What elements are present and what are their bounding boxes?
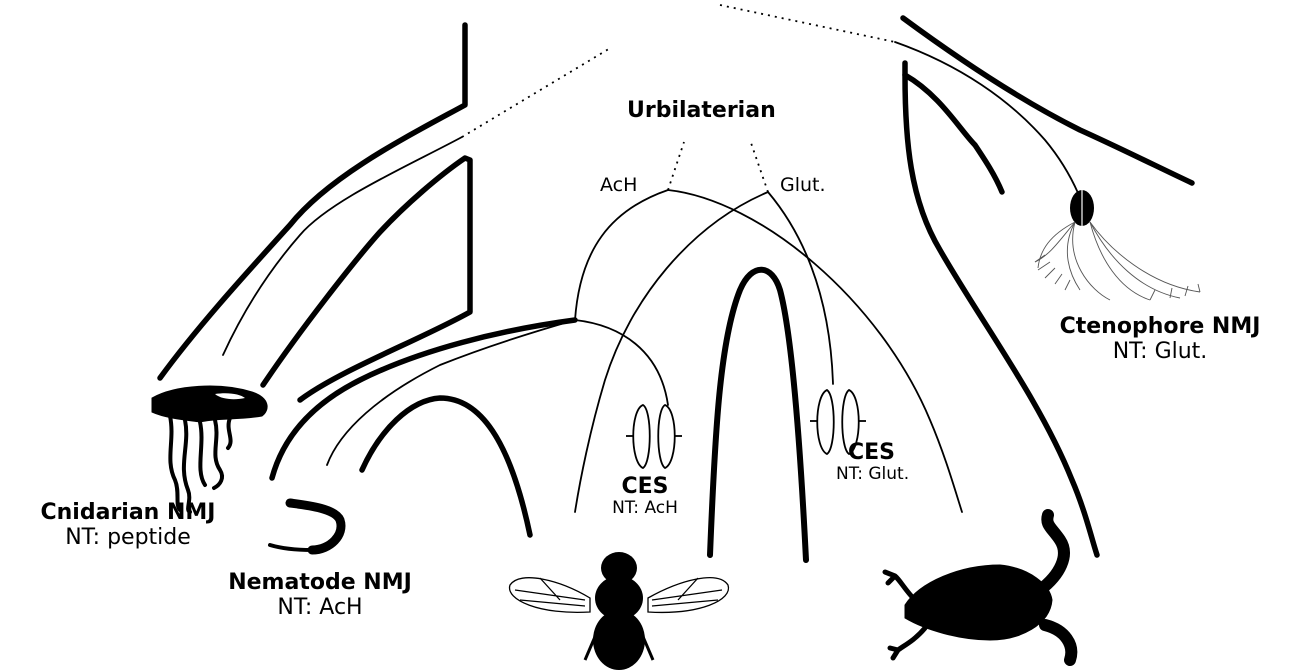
cnidarian-title: Cnidarian NMJ [8, 500, 248, 525]
branch-ach-label: AcH [600, 175, 637, 197]
fly-icon [510, 552, 729, 670]
cnidarian-branch [160, 25, 470, 400]
fly-body [585, 552, 653, 670]
nematode-title: Nematode NMJ [200, 570, 440, 595]
ctenophore-branch [895, 18, 1192, 555]
dotted-left [462, 47, 612, 137]
ces-left-nt: NT: AcH [590, 499, 700, 519]
ces-right-title: CES [848, 440, 909, 465]
frog-hindleg-upper [1040, 515, 1064, 590]
comb-jelly-tentacles [1035, 222, 1200, 300]
cnidarian-caption: Cnidarian NMJ NT: peptide [8, 500, 248, 551]
ctenophore-caption: Ctenophore NMJ NT: Glut. [1035, 314, 1285, 365]
comb-jelly-icon [1035, 190, 1200, 300]
frog-foreleg-lower [890, 628, 925, 658]
dotted-ach [668, 142, 684, 190]
frog-icon [885, 515, 1071, 660]
right-inner-thick-line [905, 63, 1002, 192]
central-thick-arch [710, 270, 806, 560]
ces-right-caption: CES NT: Glut. [836, 440, 909, 485]
jellyfish-tentacles [170, 416, 231, 512]
dotted-top-right [720, 5, 895, 42]
frog-foreleg-upper [885, 572, 915, 600]
root-label: Urbilaterian [627, 98, 776, 123]
worm-icon [270, 503, 341, 550]
ctenophore-title: Ctenophore NMJ [1035, 314, 1285, 339]
ces-right-nt: NT: Glut. [836, 465, 909, 485]
branch-glut-label: Glut. [780, 175, 826, 197]
cnidarian-inner-thick-line [263, 158, 470, 400]
jellyfish-icon [152, 386, 267, 512]
ctenophore-nt: NT: Glut. [1035, 339, 1285, 364]
ach-lineage [575, 190, 668, 320]
ces-left-title: CES [590, 474, 700, 499]
ces-left-caption: CES NT: AcH [590, 474, 700, 519]
cnidarian-outer-line [160, 25, 465, 378]
cnidarian-inner-thin-line [223, 137, 462, 355]
cnidarian-nt: NT: peptide [8, 525, 248, 550]
frog-hindleg-lower [1045, 625, 1071, 660]
glut-to-fly-branch [575, 192, 768, 512]
dotted-glut [750, 140, 768, 192]
ach-ces-branch [575, 320, 668, 405]
nematode-nt: NT: AcH [200, 595, 440, 620]
synapse-icon-left [626, 405, 682, 468]
right-top-thick-line [903, 18, 1192, 183]
nematode-inner-thick-arc [362, 398, 530, 535]
nematode-inner-thin-arc [327, 320, 575, 465]
nematode-branch [272, 320, 575, 535]
nematode-caption: Nematode NMJ NT: AcH [200, 570, 440, 621]
